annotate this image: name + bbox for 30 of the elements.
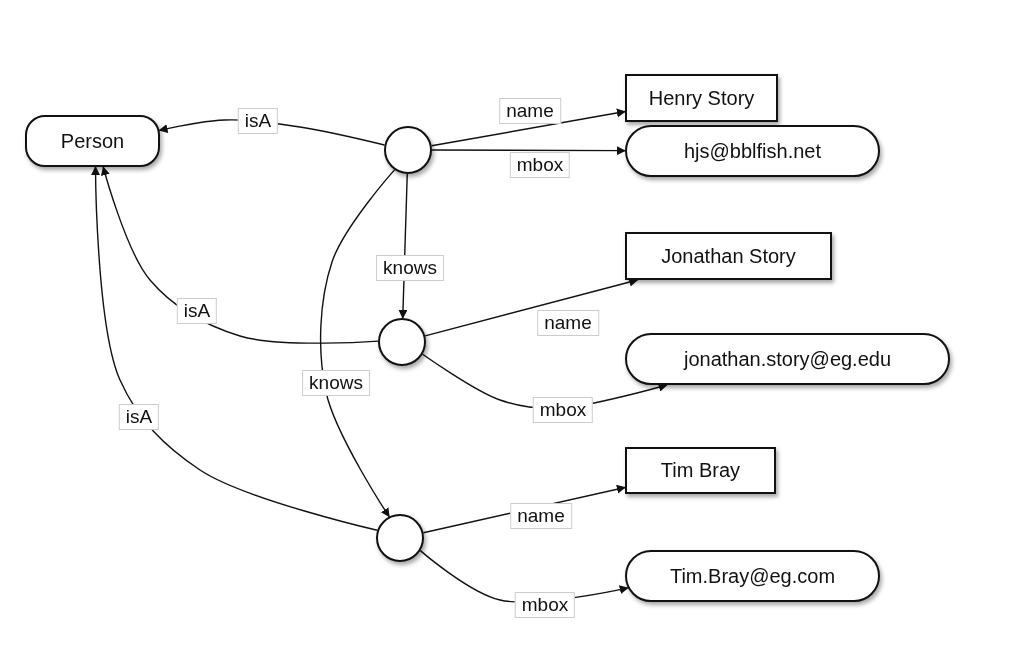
literal-box xyxy=(625,447,776,494)
node-label: Person xyxy=(60,129,125,153)
literal-box xyxy=(625,74,778,122)
node-label: Henry Story xyxy=(648,86,755,110)
node-label: Tim Bray xyxy=(660,459,741,482)
edge-label: mbox xyxy=(509,152,571,178)
arrow xyxy=(101,166,379,344)
edge-label: knows xyxy=(302,370,370,396)
edge-label: isA xyxy=(237,108,279,134)
arrow xyxy=(91,166,378,531)
edge-label: mbox xyxy=(532,397,594,423)
blank-node-circle xyxy=(376,514,424,562)
node-label: hjs@bblfish.net xyxy=(683,139,821,163)
edge-label: mbox xyxy=(514,592,576,618)
edge-label: knows xyxy=(376,255,444,281)
arrow xyxy=(431,146,626,156)
edge-label: isA xyxy=(118,404,160,430)
edge-label: isA xyxy=(176,298,218,324)
arrow xyxy=(430,108,626,147)
edge-label: name xyxy=(510,503,572,529)
edge-label: name xyxy=(499,98,561,124)
node-label: Jonathan Story xyxy=(661,244,796,268)
blank-node-circle xyxy=(378,318,426,366)
arrow xyxy=(319,169,396,518)
node-label: Tim.Bray@eg.com xyxy=(669,564,836,588)
node-label: jonathan.story@eg.edu xyxy=(683,347,892,371)
literal-box xyxy=(625,232,832,280)
class-node xyxy=(25,115,160,167)
edge-label: name xyxy=(537,310,599,336)
blank-node-circle xyxy=(384,126,432,174)
